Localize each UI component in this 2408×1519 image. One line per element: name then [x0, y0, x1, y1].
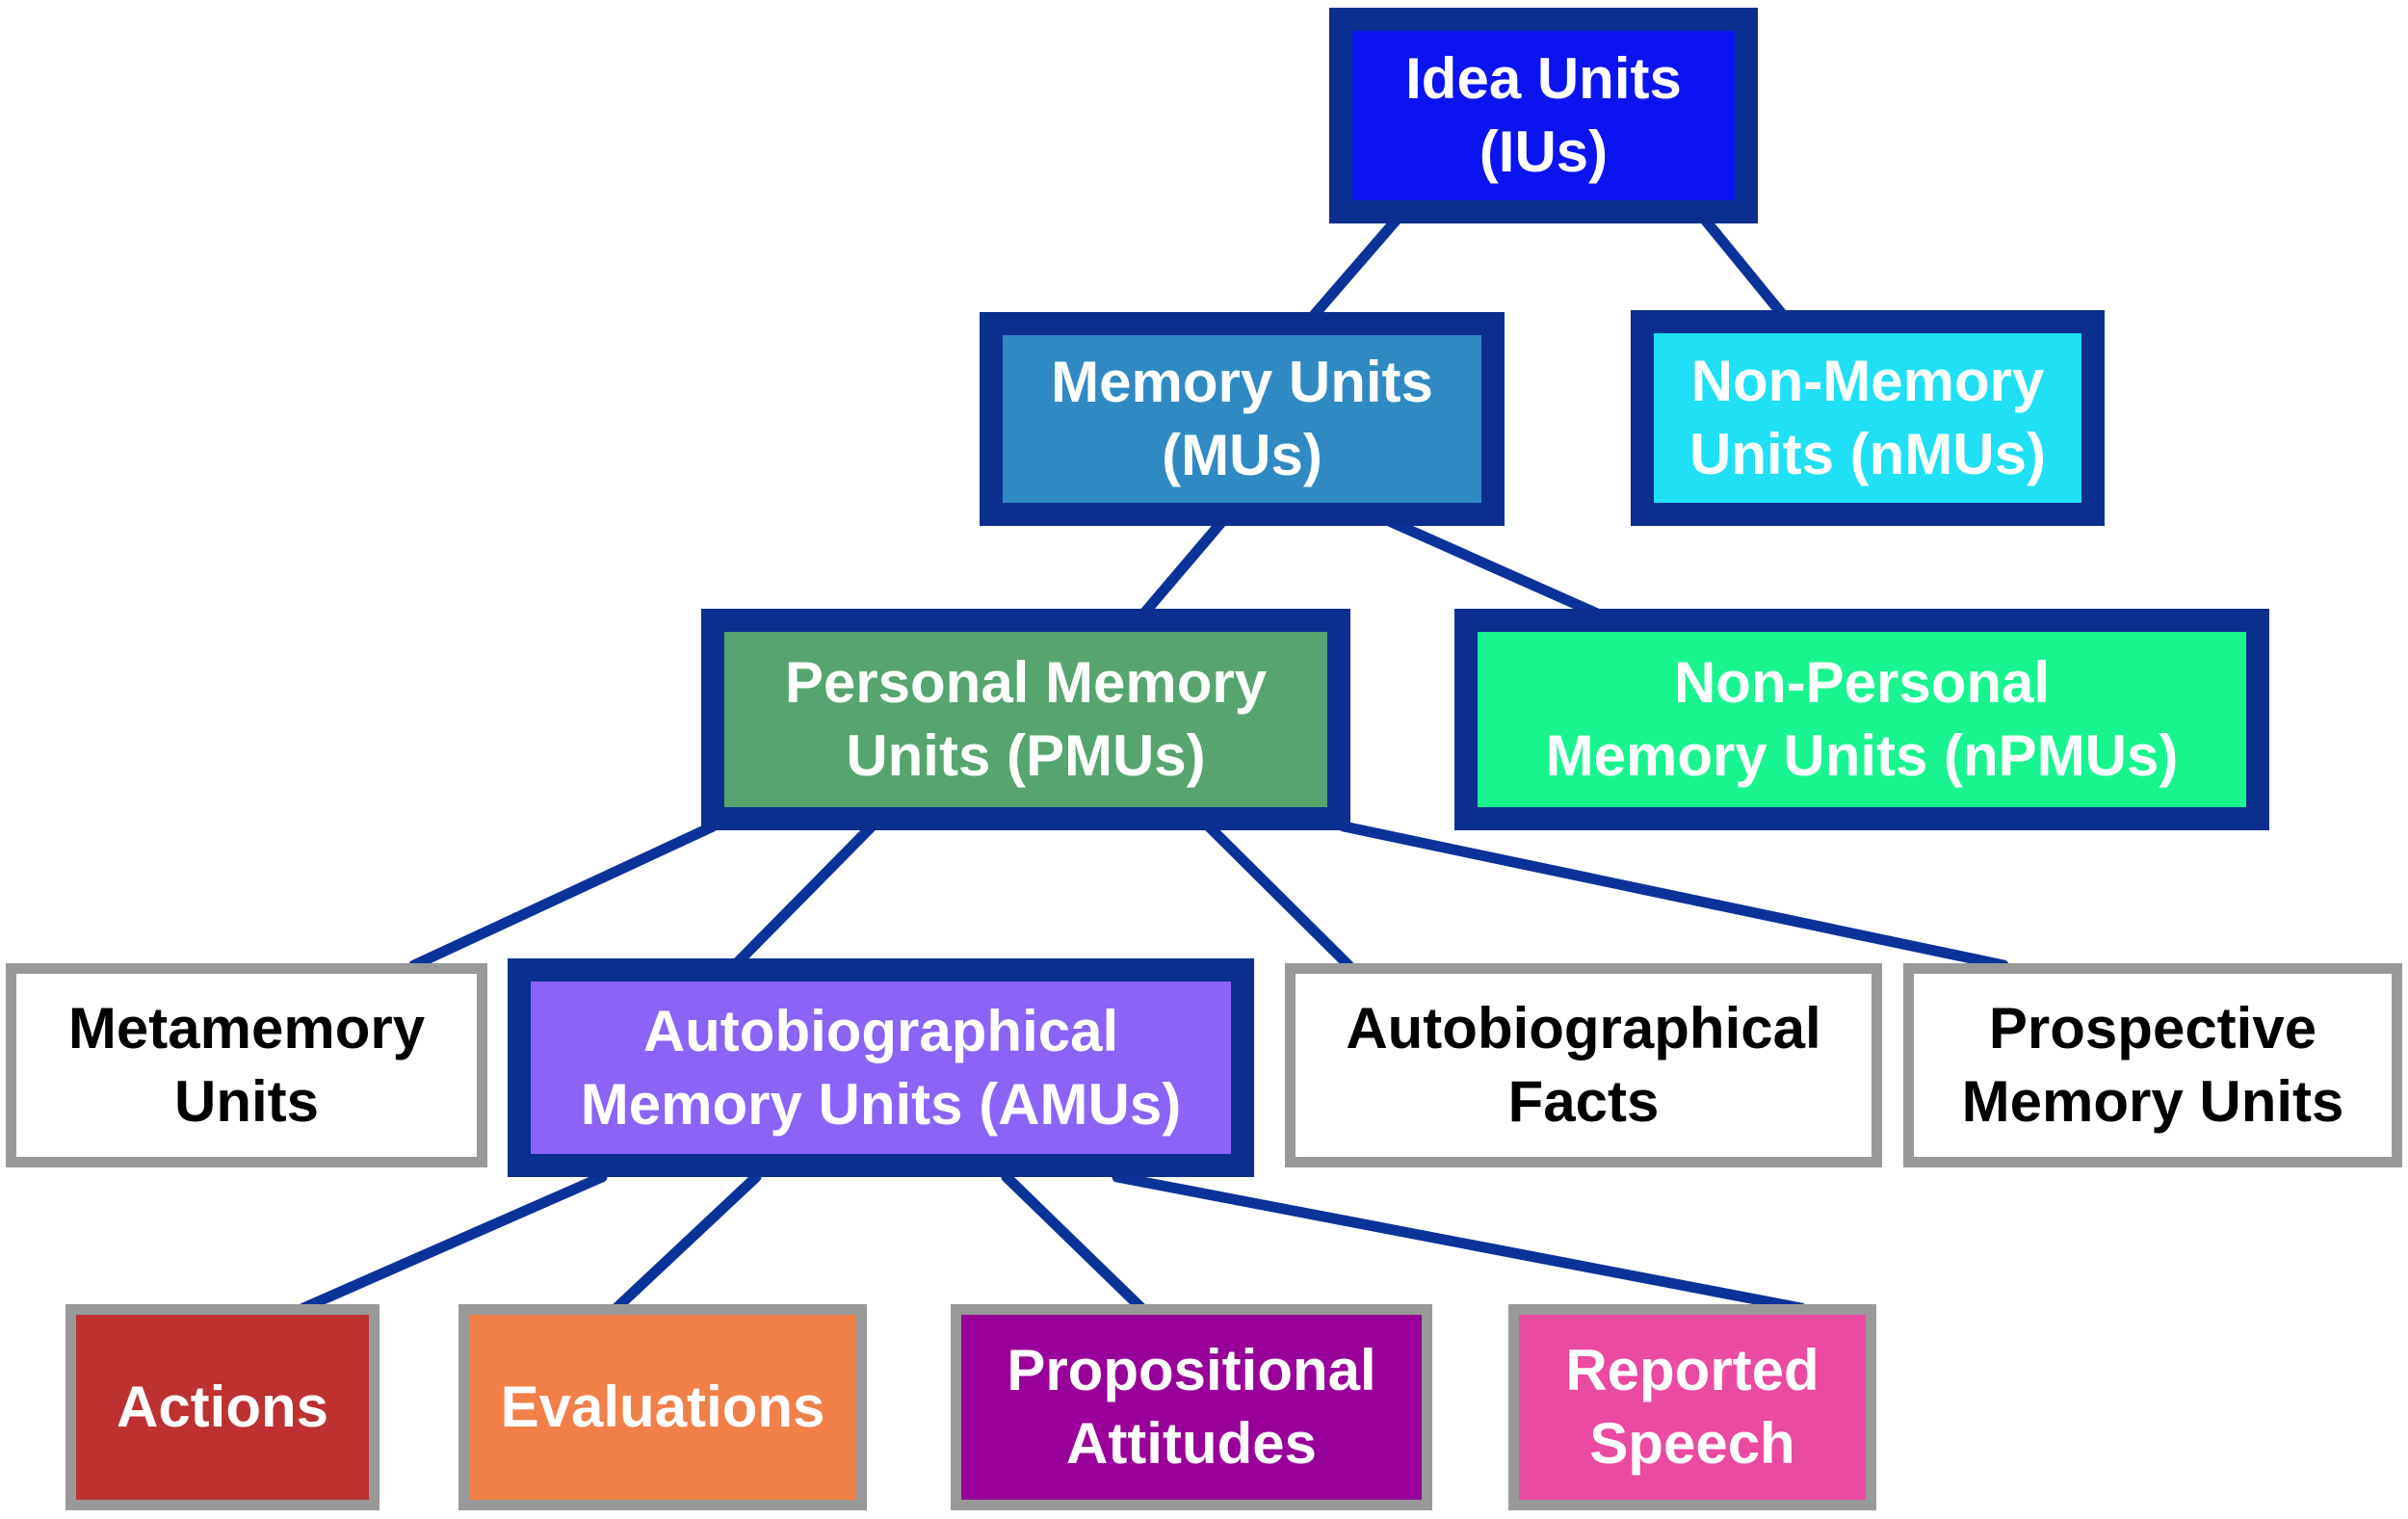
edge-iu-nmu — [1699, 214, 1793, 326]
actions-line-1: Actions — [116, 1375, 329, 1439]
personal-memory-units-line-1: Personal Memory — [784, 650, 1268, 715]
metamemory-units-box: Metamemory Units — [6, 963, 487, 1167]
non-personal-memory-units-line-2: Memory Units (nPMUs) — [1545, 723, 2179, 788]
propositional-attitudes-line-2: Attitudes — [1066, 1411, 1317, 1476]
edge-amu-evaluations — [611, 1171, 762, 1314]
metamemory-units-line-1: Metamemory — [67, 996, 426, 1061]
metamemory-units-line-2: Units — [174, 1069, 319, 1134]
edge-pmu-amu — [726, 821, 877, 974]
idea-units-line-2: (IUs) — [1479, 119, 1609, 184]
memory-units-line-2: (MUs) — [1162, 423, 1322, 487]
reported-speech-box: Reported Speech — [1508, 1304, 1876, 1510]
prospective-memory-units-line-2: Memory Units — [1961, 1069, 2344, 1134]
personal-memory-units-box: Personal Memory Units (PMUs) — [701, 609, 1350, 830]
edge-amu-propositional — [1001, 1171, 1147, 1314]
personal-memory-units-line-2: Units (PMUs) — [846, 723, 1206, 788]
autobiographical-memory-units-box: Autobiographical Memory Units (AMUs) — [508, 958, 1254, 1177]
non-memory-units-line-1: Non-Memory — [1690, 349, 2045, 413]
non-memory-units-line-2: Units (nMUs) — [1689, 422, 2046, 486]
edge-amu-actions — [298, 1171, 608, 1314]
evaluations-box: Evaluations — [458, 1304, 867, 1510]
non-personal-memory-units-box: Non-Personal Memory Units (nPMUs) — [1454, 609, 2269, 830]
edge-iu-mu — [1304, 214, 1402, 326]
edge-pmu-meta — [408, 821, 719, 971]
memory-units-box: Memory Units (MUs) — [980, 312, 1505, 526]
non-personal-memory-units-line-1: Non-Personal — [1673, 650, 2051, 715]
autobiographical-facts-line-1: Autobiographical — [1346, 996, 1821, 1061]
propositional-attitudes-box: Propositional Attitudes — [951, 1304, 1432, 1510]
propositional-attitudes-line-1: Propositional — [1007, 1338, 1376, 1402]
non-memory-units-box: Non-Memory Units (nMUs) — [1631, 310, 2105, 526]
actions-box: Actions — [65, 1304, 380, 1510]
edge-amu-reported — [1112, 1171, 1807, 1314]
idea-units-line-1: Idea Units — [1405, 46, 1682, 111]
edge-mu-pmu — [1136, 514, 1229, 622]
edge-pmu-facts — [1203, 821, 1354, 971]
edge-mu-npmu — [1381, 514, 1610, 622]
autobiographical-memory-units-line-2: Memory Units (AMUs) — [580, 1071, 1182, 1137]
memory-units-line-1: Memory Units — [1051, 350, 1433, 414]
autobiographical-memory-units-line-1: Autobiographical — [642, 998, 1119, 1063]
autobiographical-facts-box: Autobiographical Facts — [1285, 963, 1882, 1167]
reported-speech-line-2: Speech — [1589, 1411, 1795, 1476]
reported-speech-line-1: Reported — [1565, 1338, 1819, 1402]
prospective-memory-units-box: Prospective Memory Units — [1903, 963, 2402, 1167]
evaluations-line-1: Evaluations — [500, 1375, 825, 1439]
edge-pmu-prospective — [1338, 821, 2009, 971]
prospective-memory-units-line-1: Prospective — [1988, 996, 2317, 1061]
idea-units-box: Idea Units (IUs) — [1329, 8, 1758, 223]
autobiographical-facts-line-2: Facts — [1507, 1069, 1660, 1134]
